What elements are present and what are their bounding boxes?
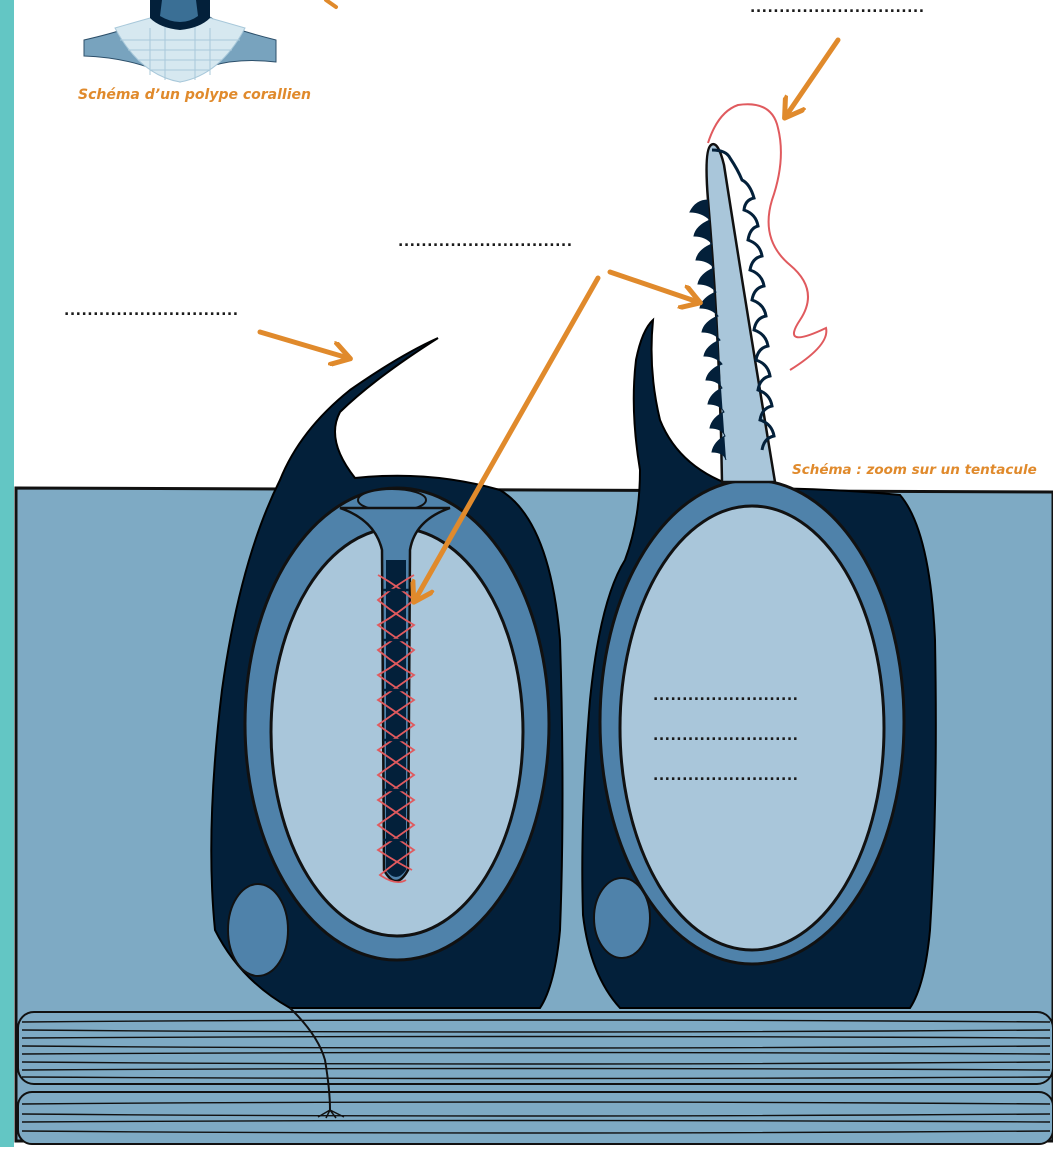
arrow-to-cnidocil	[260, 332, 348, 358]
muscle-fibers	[18, 1012, 1053, 1144]
label-blank-capsule-1[interactable]: .........................	[653, 688, 798, 704]
polyp-thumbnail	[84, 0, 336, 82]
label-blank-tube[interactable]: ..............................	[398, 234, 573, 250]
caption-tentacle: Schéma : zoom sur un tentacule	[792, 462, 1037, 478]
caption-polyp: Schéma d’un polype corallien	[78, 87, 311, 103]
arrow-to-filament	[786, 40, 838, 116]
side-band	[0, 0, 14, 1147]
label-blank-filament[interactable]: ..............................	[750, 0, 925, 16]
cnidocyte-discharged	[582, 104, 936, 1008]
label-blank-cnidocil[interactable]: ..............................	[64, 303, 239, 319]
arrow-to-tube	[610, 272, 698, 302]
label-blank-capsule-3[interactable]: .........................	[653, 768, 798, 784]
label-blank-capsule-2[interactable]: .........................	[653, 728, 798, 744]
